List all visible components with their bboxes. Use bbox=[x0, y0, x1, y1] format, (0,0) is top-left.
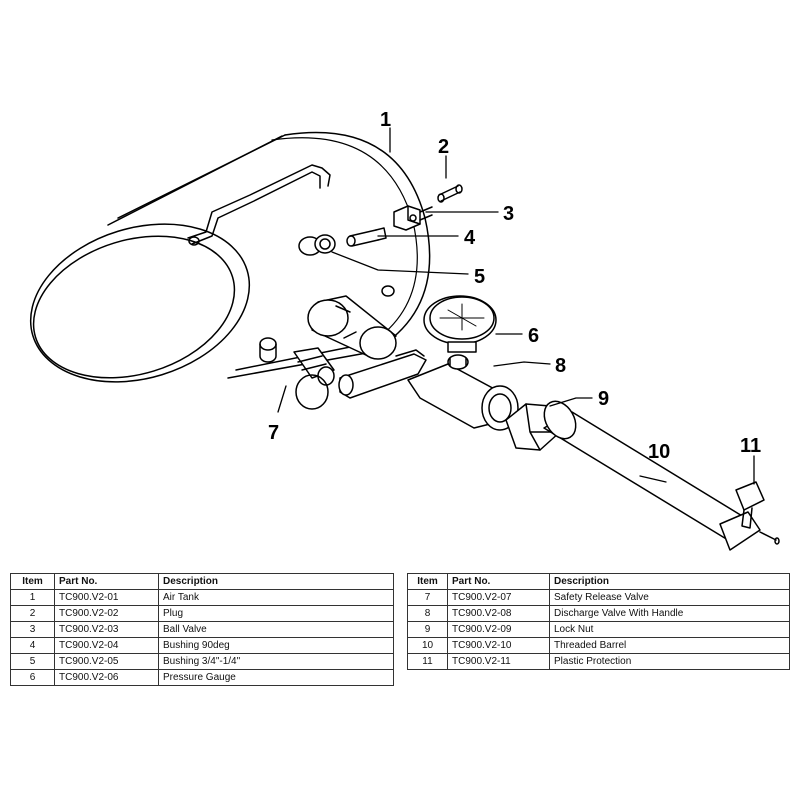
row-description: Plug bbox=[158, 605, 394, 622]
table-row: 3 TC900.V2-03 Ball Valve bbox=[10, 621, 394, 638]
callout-6: 6 bbox=[528, 325, 539, 347]
row-part-no: TC900.V2-10 bbox=[447, 637, 550, 654]
bushing-3-4-drawing bbox=[298, 234, 336, 256]
row-part-no: TC900.V2-05 bbox=[54, 653, 159, 670]
row-description: Bushing 3/4"-1/4" bbox=[158, 653, 394, 670]
ball-valve-drawing bbox=[393, 205, 433, 231]
row-part-no: TC900.V2-08 bbox=[447, 605, 550, 622]
exploded-diagram: 1 2 3 4 5 6 7 8 9 10 11 bbox=[29, 109, 780, 551]
row-description: Bushing 90deg bbox=[158, 637, 394, 654]
bushing-90deg-drawing bbox=[346, 227, 387, 247]
row-part-no: TC900.V2-11 bbox=[447, 653, 550, 670]
parts-table-left: Item Part No. Description 1 TC900.V2-01 … bbox=[10, 573, 394, 686]
row-part-no: TC900.V2-09 bbox=[447, 621, 550, 638]
callout-2: 2 bbox=[438, 136, 449, 158]
table-row: 11 TC900.V2-11 Plastic Protection bbox=[407, 653, 790, 670]
row-description: Plastic Protection bbox=[549, 653, 790, 670]
header-description: Description bbox=[549, 573, 790, 590]
pressure-gauge-drawing bbox=[423, 295, 497, 353]
row-part-no: TC900.V2-03 bbox=[54, 621, 159, 638]
row-item: 4 bbox=[10, 637, 55, 654]
row-part-no: TC900.V2-07 bbox=[447, 589, 550, 606]
row-item: 11 bbox=[407, 653, 448, 670]
header-part-no: Part No. bbox=[54, 573, 159, 590]
header-item: Item bbox=[407, 573, 448, 590]
header-description: Description bbox=[158, 573, 394, 590]
callout-5: 5 bbox=[474, 266, 485, 288]
row-description: Air Tank bbox=[158, 589, 394, 606]
row-item: 10 bbox=[407, 637, 448, 654]
table-row: 2 TC900.V2-02 Plug bbox=[10, 605, 394, 622]
table-row: 5 TC900.V2-05 Bushing 3/4"-1/4" bbox=[10, 653, 394, 670]
air-tank-drawing bbox=[29, 131, 431, 383]
header-part-no: Part No. bbox=[447, 573, 550, 590]
row-part-no: TC900.V2-02 bbox=[54, 605, 159, 622]
header-item: Item bbox=[10, 573, 55, 590]
row-description: Discharge Valve With Handle bbox=[549, 605, 790, 622]
row-part-no: TC900.V2-01 bbox=[54, 589, 159, 606]
row-description: Threaded Barrel bbox=[549, 637, 790, 654]
row-description: Ball Valve bbox=[158, 621, 394, 638]
callout-8: 8 bbox=[555, 355, 566, 377]
table-row: 4 TC900.V2-04 Bushing 90deg bbox=[10, 637, 394, 654]
plug-drawing bbox=[437, 184, 463, 203]
row-part-no: TC900.V2-06 bbox=[54, 669, 159, 686]
callout-1: 1 bbox=[380, 109, 391, 131]
row-part-no: TC900.V2-04 bbox=[54, 637, 159, 654]
row-item: 8 bbox=[407, 605, 448, 622]
row-description: Pressure Gauge bbox=[158, 669, 394, 686]
row-item: 9 bbox=[407, 621, 448, 638]
callout-9: 9 bbox=[598, 388, 609, 410]
table-row: 10 TC900.V2-10 Threaded Barrel bbox=[407, 637, 790, 654]
threaded-barrel-drawing bbox=[543, 400, 761, 551]
table-row: 1 TC900.V2-01 Air Tank bbox=[10, 589, 394, 606]
callout-10: 10 bbox=[648, 441, 670, 463]
table-header-row: Item Part No. Description bbox=[10, 573, 394, 590]
row-item: 2 bbox=[10, 605, 55, 622]
callouts: 1 2 3 4 5 6 7 8 9 10 11 bbox=[268, 109, 761, 463]
table-row: 7 TC900.V2-07 Safety Release Valve bbox=[407, 589, 790, 606]
discharge-valve-drawing bbox=[338, 349, 519, 431]
parts-table-right: Item Part No. Description 7 TC900.V2-07 … bbox=[407, 573, 790, 670]
leader-lines bbox=[277, 127, 755, 485]
row-item: 6 bbox=[10, 669, 55, 686]
table-row: 9 TC900.V2-09 Lock Nut bbox=[407, 621, 790, 638]
row-item: 7 bbox=[407, 589, 448, 606]
table-header-row: Item Part No. Description bbox=[407, 573, 790, 590]
callout-4: 4 bbox=[464, 227, 476, 249]
outlet-nipple-drawing bbox=[307, 295, 397, 360]
callout-7: 7 bbox=[268, 422, 279, 444]
row-item: 1 bbox=[10, 589, 55, 606]
safety-release-valve-drawing bbox=[293, 347, 335, 410]
plastic-protection-drawing bbox=[735, 481, 780, 545]
table-row: 6 TC900.V2-06 Pressure Gauge bbox=[10, 669, 394, 686]
callout-11: 11 bbox=[740, 435, 761, 457]
table-row: 8 TC900.V2-08 Discharge Valve With Handl… bbox=[407, 605, 790, 622]
callout-3: 3 bbox=[503, 203, 514, 225]
row-item: 3 bbox=[10, 621, 55, 638]
row-description: Safety Release Valve bbox=[549, 589, 790, 606]
row-item: 5 bbox=[10, 653, 55, 670]
row-description: Lock Nut bbox=[549, 621, 790, 638]
